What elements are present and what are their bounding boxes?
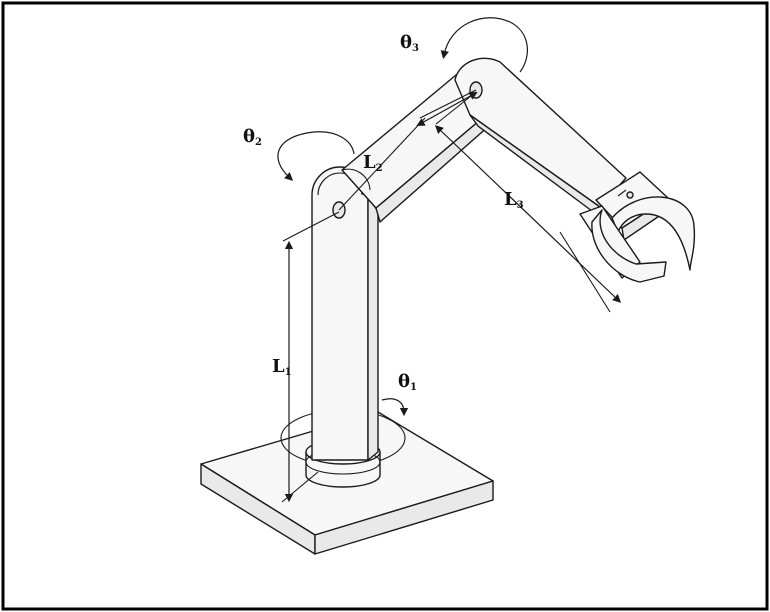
theta1-label: θ1 [398,371,417,393]
theta2-rotation-arrow [277,131,355,181]
l3-dimension [434,91,622,313]
l2-label: L2 [363,152,383,174]
theta3-rotation-arrow [440,17,528,73]
theta1-rotation-arrow [381,398,409,417]
l2-dimension [338,89,478,211]
theta3-label: θ3 [400,32,419,54]
l3-label: L3 [504,189,524,211]
l1-label: L1 [272,356,292,378]
link-1-column [311,166,379,461]
l1-dimension [281,211,340,503]
theta2-label: θ2 [243,126,262,148]
